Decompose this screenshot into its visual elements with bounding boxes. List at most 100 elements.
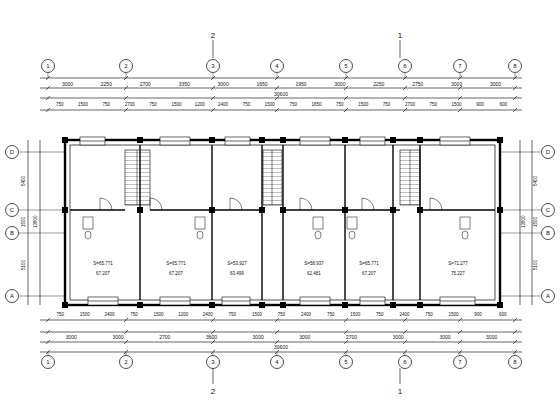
room-area: S=53.927	[227, 262, 246, 267]
axis-letter: A	[546, 293, 550, 299]
axis-letter: A	[10, 293, 14, 299]
room-area: 62.481	[307, 272, 321, 277]
axis-bubble	[399, 356, 412, 369]
room-area: 75.227	[451, 272, 465, 277]
axis-bubbles	[6, 60, 555, 369]
dimension: 1500	[265, 103, 275, 108]
axis-bubble	[6, 204, 19, 217]
dimension: 5400	[22, 176, 27, 186]
dimension: 750	[130, 313, 138, 318]
axis-bubble	[542, 290, 555, 303]
dimension: 750	[103, 103, 111, 108]
dimension: 750	[278, 313, 286, 318]
axis-bubble	[454, 60, 467, 73]
dimension: 3000	[299, 335, 310, 340]
section-mark: 2	[211, 388, 215, 396]
axis-bubble	[42, 60, 55, 73]
room-area: 67.207	[169, 272, 183, 277]
dimension: 1950	[295, 82, 306, 87]
dimension: 600	[500, 103, 508, 108]
dimension: 2700	[346, 335, 357, 340]
dimension: 2400	[203, 313, 213, 318]
axis-number: 8	[513, 359, 516, 365]
axis-bubble	[207, 60, 220, 73]
axis-number: 4	[275, 359, 278, 365]
axis-bubble	[509, 60, 522, 73]
dimension: 2400	[399, 313, 409, 318]
dimension: 1500	[22, 217, 27, 227]
axis-bubble	[6, 290, 19, 303]
axis-letter: D	[546, 149, 550, 155]
axis-bubble	[42, 356, 55, 369]
dimension: 2750	[412, 82, 423, 87]
building	[62, 137, 503, 308]
axis-letter: C	[10, 207, 14, 213]
total-dimension: 30600	[274, 345, 288, 350]
dimension: 1500	[78, 103, 88, 108]
axis-bubble	[542, 146, 555, 159]
axis-bubble	[340, 356, 353, 369]
axis-number: 4	[275, 63, 278, 69]
dimension: 3000	[439, 335, 450, 340]
dimension: 2700	[140, 82, 151, 87]
axis-letter: C	[546, 207, 550, 213]
room-area: S=58.937	[304, 262, 323, 267]
axis-letter: D	[10, 149, 14, 155]
section-mark: 1	[398, 32, 402, 40]
room-area: 67.207	[96, 272, 110, 277]
axis-bubble	[542, 227, 555, 240]
dimension: 3000	[486, 335, 497, 340]
dimension: 750	[56, 103, 64, 108]
dimension: 2250	[101, 82, 112, 87]
room-area: S=65.771	[93, 262, 112, 267]
section-mark: 2	[211, 32, 215, 40]
dimension: 3000	[253, 335, 264, 340]
dimension: 750	[430, 103, 438, 108]
dimension: 3000	[218, 82, 229, 87]
dimension: 750	[149, 103, 157, 108]
axis-number: 1	[46, 63, 49, 69]
dimension: 3000	[451, 82, 462, 87]
dimension: 1650	[256, 82, 267, 87]
axis-bubble	[509, 356, 522, 369]
dimension: 2700	[405, 103, 415, 108]
dimension: 3000	[393, 335, 404, 340]
axis-bubble	[542, 204, 555, 217]
section-mark: 1	[398, 388, 402, 396]
dimension: 750	[327, 313, 335, 318]
total-dimension: 30600	[274, 92, 288, 97]
dimension: 750	[289, 103, 297, 108]
axis-number: 8	[513, 63, 516, 69]
dimension: 1500	[252, 313, 262, 318]
axis-number: 6	[403, 63, 406, 69]
dimension-ticks	[46, 76, 517, 354]
axis-letter: B	[546, 230, 550, 236]
axis-bubble	[271, 60, 284, 73]
axis-bubble	[271, 356, 284, 369]
dimension: 1200	[178, 313, 188, 318]
axis-bubble	[340, 60, 353, 73]
dimension: 13800	[34, 216, 39, 229]
axis-number: 3	[211, 359, 214, 365]
axis-number: 2	[124, 359, 127, 365]
dimension: 1500	[80, 313, 90, 318]
dimension: 1500	[350, 313, 360, 318]
axis-number: 2	[124, 63, 127, 69]
dimension: 2700	[125, 103, 135, 108]
dimension: 750	[383, 103, 391, 108]
dimension: 1500	[534, 217, 539, 227]
axis-number: 6	[403, 359, 406, 365]
dimension: 3000	[490, 82, 501, 87]
dimension: 900	[476, 103, 484, 108]
axis-number: 5	[344, 359, 347, 365]
dimension: 3000	[334, 82, 345, 87]
dimension: 1200	[195, 103, 205, 108]
axis-bubble	[6, 227, 19, 240]
axis-bubble	[454, 356, 467, 369]
dimension: 3000	[66, 335, 77, 340]
dimension: 2400	[104, 313, 114, 318]
dimension: 1500	[449, 313, 459, 318]
dimension: 750	[57, 313, 65, 318]
dimension-lines	[28, 40, 532, 384]
